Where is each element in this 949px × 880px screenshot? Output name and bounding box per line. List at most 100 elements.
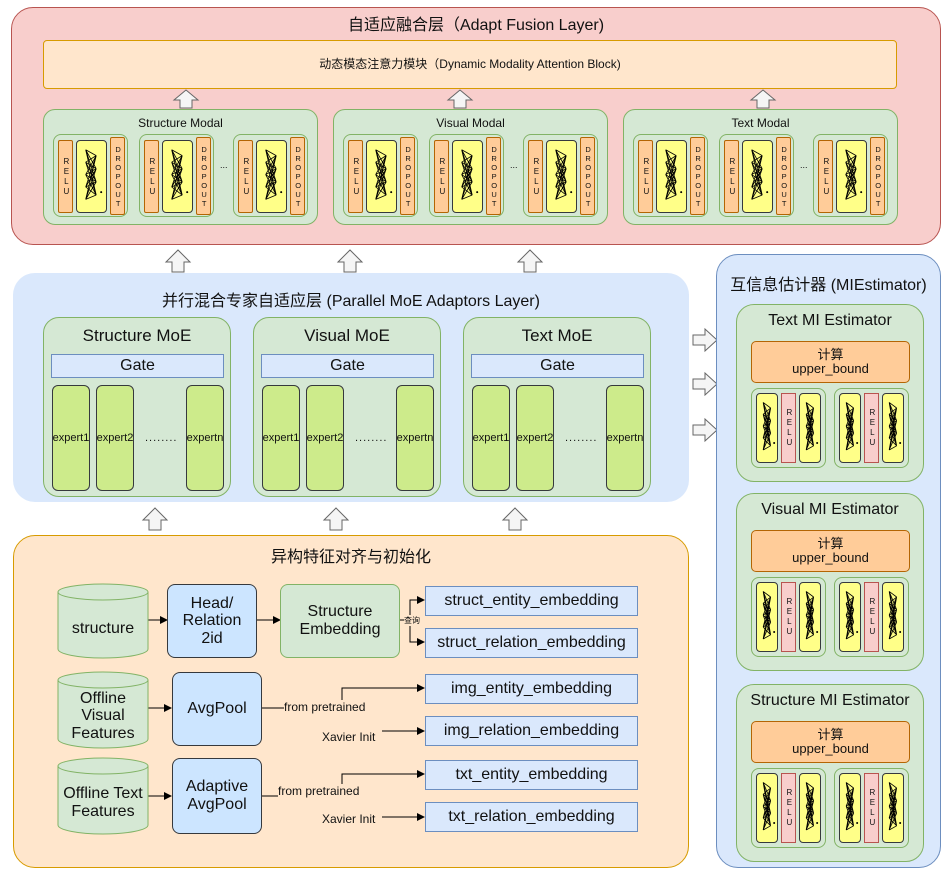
arrow-icon [141,507,169,531]
dropout-label: DROPOUT [489,144,499,208]
expert-box: expert2 [306,385,344,491]
relu-layer: RELU [781,393,796,463]
txt-entity-embedding: txt_entity_embedding [425,760,638,790]
arrow-icon [692,417,718,443]
relu-label: RELU [784,788,794,828]
xavier-init-label-1: Xavier Init [322,730,376,744]
upper-bound-label: upper_bound [792,550,869,565]
relu-label: RELU [241,156,251,197]
structure-label: structure [71,620,135,638]
structure-embedding-box: Structure Embedding [280,584,400,658]
xavier-init-label-2: Xavier Init [322,812,376,826]
mi-unit: RELU [751,577,826,657]
from-pretrained-label-2: from pretrained [278,784,360,798]
expert-box: expertn [186,385,224,491]
modal-title: Structure Modal [138,116,223,130]
attention-block-label: 动态模态注意力模块（Dynamic Modality Attention Blo… [319,56,621,71]
ellipsis: ... [800,160,808,170]
expert-box: expertn [606,385,644,491]
moe-block-title: Visual MoE [304,326,390,345]
attention-block: 动态模态注意力模块（Dynamic Modality Attention Blo… [43,40,897,89]
net-block [76,140,107,213]
net-block [839,393,861,463]
compute-label: 计算 [817,346,844,362]
neural-net-icon [845,402,859,451]
ellipsis: ... [510,160,518,170]
compute-label: 计算 [817,535,844,551]
dropout-layer: DROPOUT [196,137,211,215]
neural-net-icon [555,149,573,200]
img-entity-embedding: img_entity_embedding [425,674,638,704]
relu-label: RELU [641,156,651,197]
ellipsis: ........ [565,432,598,444]
upper-bound-label: upper_bound [792,741,869,756]
dropout-layer: DROPOUT [486,137,501,215]
relu-layer: RELU [864,393,879,463]
net-block [839,773,861,843]
net-block [799,393,821,463]
txt-relation-embedding: txt_relation_embedding [425,802,638,832]
mi-unit: RELU [751,388,826,468]
arrow-icon [172,89,200,109]
relu-layer: RELU [434,140,449,213]
struct-relation-embedding: struct_relation_embedding [425,628,638,658]
relu-layer: RELU [638,140,653,213]
neural-net-icon [665,149,683,200]
relu-label: RELU [351,156,361,197]
align-layer-title: 异构特征对齐与初始化 [270,549,431,566]
modal-unit: RELU DROPOUT [139,134,214,217]
gate-box: Gate [261,354,434,378]
struct-entity-embedding: struct_entity_embedding [425,586,638,616]
net-block [756,393,778,463]
relu-label: RELU [727,156,737,197]
dropout-label: DROPOUT [873,144,883,208]
arrow-icon [501,507,529,531]
expert-box: expert1 [52,385,90,491]
net-block [366,140,397,213]
dropout-label: DROPOUT [583,144,593,208]
neural-net-icon [375,149,393,200]
modal-title: Visual Modal [436,116,505,130]
arrow-icon [164,249,192,273]
relu-label: RELU [147,156,157,197]
ellipsis: ........ [145,432,178,444]
net-block [882,582,904,652]
dropout-label: DROPOUT [693,144,703,208]
expert-box: expert1 [472,385,510,491]
arrow-icon [749,89,777,109]
net-block [882,773,904,843]
mi-estimator-title: 互信息估计器 (MIEstimator) [730,277,927,294]
avgpool-box: AvgPool [172,672,262,746]
neural-net-icon [171,149,189,200]
neural-net-icon [888,782,902,831]
neural-net-icon [461,149,479,200]
upper-bound-label: upper_bound [792,361,869,376]
relu-label: RELU [61,156,71,197]
mi-unit: RELU [834,577,909,657]
relu-layer: RELU [864,582,879,652]
relu-label: RELU [867,597,877,637]
relu-label: RELU [867,408,877,448]
mi-unit: RELU [834,768,909,848]
modal-unit: RELU DROPOUT [429,134,504,217]
neural-net-icon [845,782,859,831]
neural-net-icon [888,402,902,451]
net-block [799,582,821,652]
head-relation-2id-box: Head/ Relation 2id [167,584,257,658]
neural-net-icon [805,591,819,640]
adaptive-avgpool-box: Adaptive AvgPool [172,758,262,834]
arrow-icon [446,89,474,109]
modal-unit: RELU DROPOUT [633,134,708,217]
